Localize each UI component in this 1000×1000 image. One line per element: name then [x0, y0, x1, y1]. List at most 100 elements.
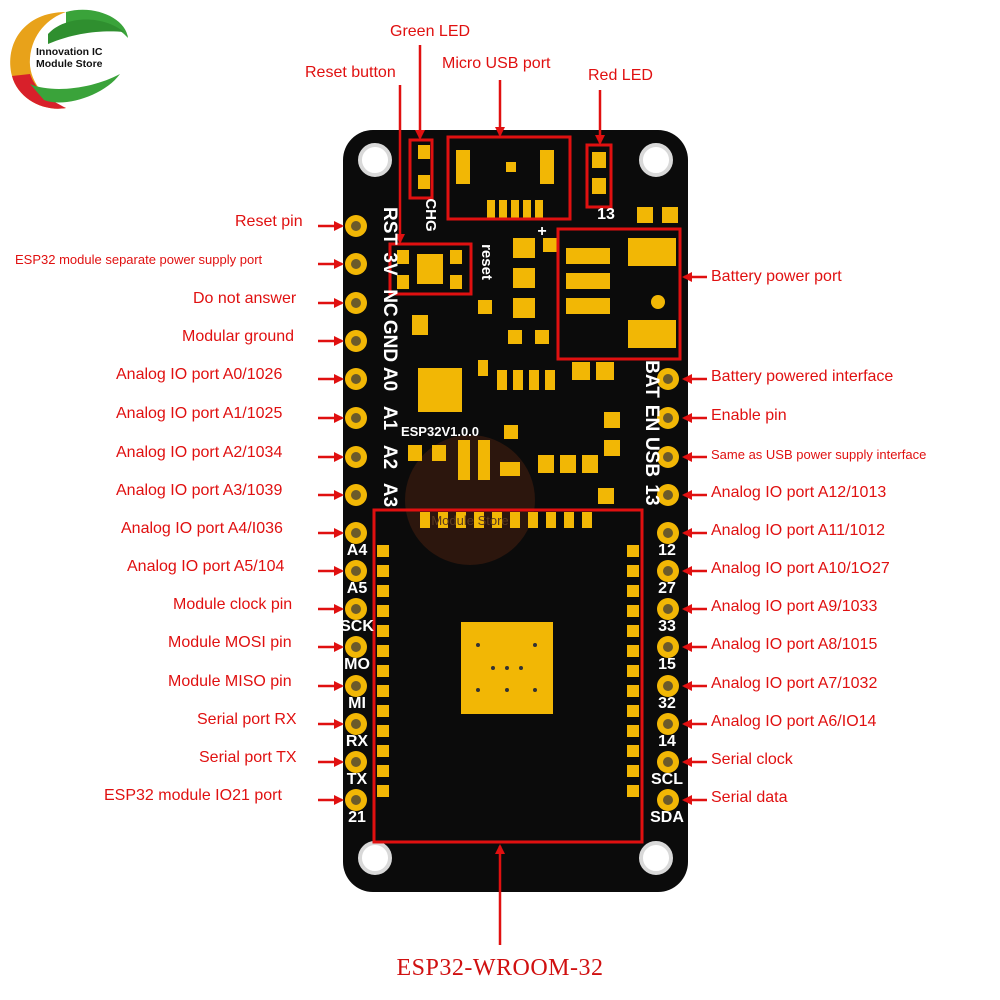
module-left-pad	[377, 545, 389, 557]
module-top-pad	[420, 512, 430, 528]
watermark-text: Module Store	[431, 513, 508, 528]
silk-right-bottom-label: 32	[658, 695, 676, 712]
left-pin-hole	[351, 490, 361, 500]
micro-usb-box	[446, 135, 572, 221]
store-logo: Innovation IC Module Store	[4, 4, 134, 114]
module-right-pad	[627, 605, 639, 617]
smd-pads	[397, 145, 678, 504]
silk-plus-label: +	[537, 223, 546, 240]
left-pin-label: Serial port TX	[199, 749, 297, 766]
module-top-pad	[564, 512, 574, 528]
left-pin-label: Do not answer	[193, 290, 297, 307]
left-pin-hole	[351, 757, 361, 767]
logo-text-line2: Module Store	[36, 58, 103, 70]
red-led-box	[585, 143, 613, 209]
module-left-pad	[377, 665, 389, 677]
module-left-pad	[377, 705, 389, 717]
right-pin-label: Same as USB power supply interface	[711, 447, 927, 462]
module-left-pad	[377, 685, 389, 697]
module-right-pad	[627, 765, 639, 777]
module-top-pad	[474, 512, 484, 528]
module-left-pad	[377, 565, 389, 577]
silk-left-bottom-label: A4	[347, 542, 368, 559]
silk-left-label: 3V	[379, 252, 400, 276]
module-left-pad	[377, 785, 389, 797]
silk-left-bottom-label: MO	[344, 656, 370, 673]
silk-left-bottom-label: TX	[347, 771, 368, 788]
mounting-hole-bottom-right	[639, 841, 673, 875]
right-pin-hole	[663, 757, 673, 767]
annotation-arrows	[318, 45, 707, 945]
silk-reset-label: reset	[478, 244, 495, 280]
right-pin-hole	[663, 604, 673, 614]
silk-left-label: GND	[379, 320, 400, 362]
right-pin-hole	[663, 452, 673, 462]
silk-right-label: 13	[641, 484, 662, 505]
left-pin-label: Analog IO port A1/1025	[116, 405, 283, 422]
module-left-pad	[377, 605, 389, 617]
module-side-pads	[377, 545, 639, 797]
module-right-pad	[627, 665, 639, 677]
silk-right-label: USB	[641, 437, 662, 477]
right-pin-label: Analog IO port A7/1032	[711, 675, 878, 692]
module-right-pad	[627, 705, 639, 717]
ground-pad-vias	[476, 643, 537, 692]
left-pin-hole	[351, 719, 361, 729]
right-pin-hole	[663, 719, 673, 729]
battery-port-box	[556, 227, 682, 361]
left-pin-hole	[351, 566, 361, 576]
mounting-hole-bottom-left	[358, 841, 392, 875]
right-pin-label: Analog IO port A6/IO14	[711, 713, 877, 730]
wroom-module-box	[372, 508, 644, 844]
right-pin-label: Analog IO port A12/1013	[711, 484, 887, 501]
right-pin-label: Analog IO port A11/1012	[711, 522, 886, 539]
right-pin-hole	[663, 528, 673, 538]
left-pin-hole	[351, 681, 361, 691]
silk-left-bottom-label: 21	[348, 809, 366, 826]
module-right-pad	[627, 645, 639, 657]
reset-button-box	[388, 242, 473, 296]
silk-left-bottom-label: MI	[348, 695, 366, 712]
module-top-pad-row	[420, 512, 592, 528]
left-pin-label: Analog IO port A2/1034	[116, 444, 283, 461]
module-right-pad	[627, 565, 639, 577]
left-pin-hole	[351, 413, 361, 423]
silk-right-bottom-label: 15	[658, 656, 676, 673]
silk-version-label: ESP32V1.0.0	[401, 424, 479, 439]
silk-right-bottom-label: 14	[658, 733, 676, 750]
right-pin-label: Serial clock	[711, 751, 793, 768]
left-pin-hole	[351, 259, 361, 269]
mounting-hole-top-left	[358, 143, 392, 177]
right-pin-hole	[663, 681, 673, 691]
right-pin-hole	[663, 566, 673, 576]
right-pin-hole	[663, 374, 673, 384]
module-top-pad	[546, 512, 556, 528]
left-pin-hole	[351, 221, 361, 231]
left-pin-label: Analog IO port A3/1039	[116, 482, 283, 499]
module-top-pad	[438, 512, 448, 528]
silk-right-bottom-label: 27	[658, 580, 676, 597]
module-left-pad	[377, 645, 389, 657]
silk-right-label: EN	[641, 405, 662, 431]
module-right-pad	[627, 685, 639, 697]
silk-right-bottom-label: SDA	[650, 809, 684, 826]
left-pin-hole	[351, 374, 361, 384]
left-pin-hole	[351, 298, 361, 308]
logo-text-line1: Innovation IC	[36, 46, 103, 58]
silk-left-bottom-label: SCK	[340, 618, 374, 635]
silk-left-label: RST	[379, 207, 400, 245]
left-pin-label: Analog IO port A5/104	[127, 558, 285, 575]
silk-chg-label: CHG	[422, 198, 439, 231]
left-pin-label: Analog IO port A4/I036	[121, 520, 283, 537]
right-pin-label: Analog IO port A8/1015	[711, 636, 878, 653]
right-pin-label: Serial data	[711, 789, 788, 806]
highlight-boxes	[372, 135, 682, 844]
label-reset-button: Reset button	[305, 64, 396, 81]
right-pin-label: Battery powered interface	[711, 368, 894, 385]
left-pin-label: Module MOSI pin	[168, 634, 292, 651]
label-red-led: Red LED	[588, 67, 653, 84]
module-top-pad	[510, 512, 520, 528]
left-pin-label: ESP32 module IO21 port	[104, 787, 282, 804]
left-pin-hole	[351, 604, 361, 614]
